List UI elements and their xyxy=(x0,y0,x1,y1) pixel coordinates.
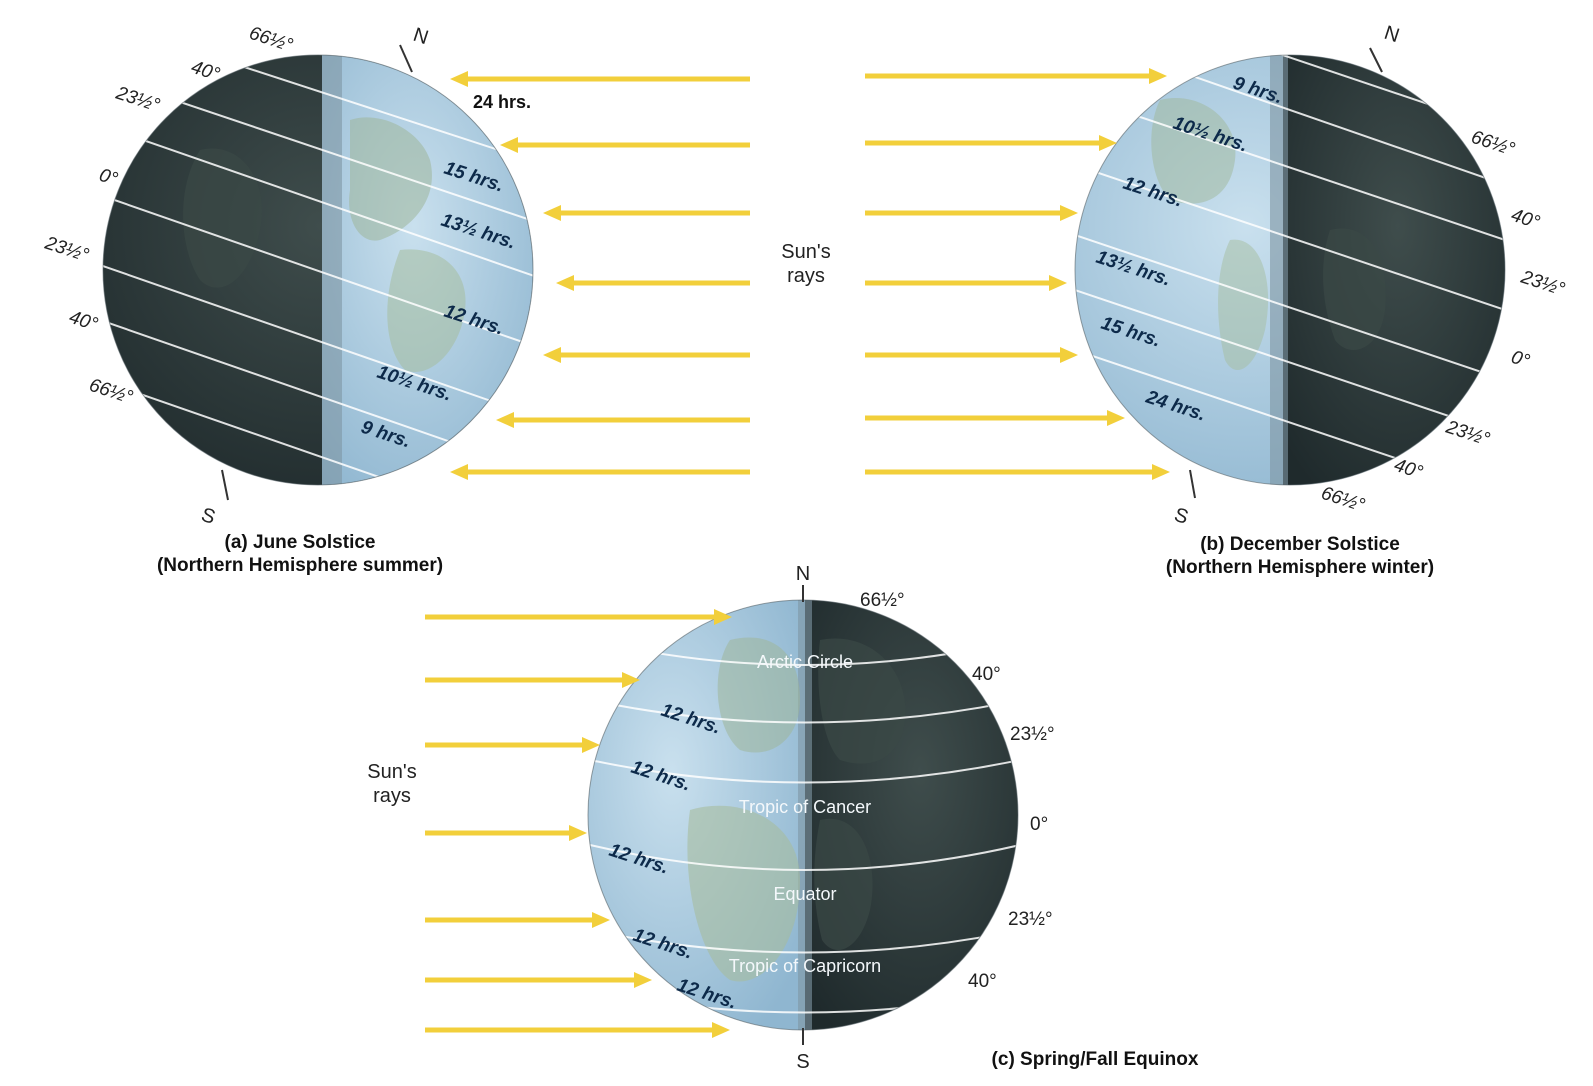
june-ray-arrows xyxy=(450,71,750,480)
equinox-lat-equator: 0° xyxy=(1030,814,1048,835)
june-lat-23n: 23½° xyxy=(113,82,163,116)
december-north-label: N xyxy=(1381,22,1402,47)
december-south-label: S xyxy=(1171,504,1190,529)
december-lat-equator: 0° xyxy=(1508,347,1532,373)
december-caption-title: (b) December Solstice xyxy=(1200,534,1400,555)
tropic-of-capricorn-label: Tropic of Capricorn xyxy=(729,956,881,976)
june-lat-equator: 0° xyxy=(96,165,120,191)
equinox-lat-23n: 23½° xyxy=(1010,724,1055,745)
december-lat-66s: 66½° xyxy=(1318,483,1367,517)
tropic-of-cancer-label: Tropic of Cancer xyxy=(739,797,871,817)
equinox-lat-40s: 40° xyxy=(968,971,997,992)
arctic-circle-label: Arctic Circle xyxy=(757,652,853,672)
bottom-sun-rays-label-line1: Sun's xyxy=(367,761,416,783)
top-sun-rays-label-line2: rays xyxy=(787,265,825,287)
december-globe xyxy=(1075,55,1505,485)
december-lat-40n: 40° xyxy=(1508,205,1542,234)
june-caption-subtitle: (Northern Hemisphere summer) xyxy=(157,555,443,576)
equinox-lat-40n: 40° xyxy=(972,664,1001,685)
june-north-label: N xyxy=(410,24,431,49)
equinox-panel: N S 66½° 40° 23½° 0° 23½° 40° 12 hrs. 12… xyxy=(367,563,1199,1073)
december-solstice-panel: N S 66½° 40° 23½° 0° 23½° 40° 66½° 9 hrs… xyxy=(1074,22,1568,578)
june-axis-north xyxy=(399,44,413,73)
top-sun-rays-label-line1: Sun's xyxy=(781,241,830,263)
june-lat-40s: 40° xyxy=(66,307,100,336)
equinox-south-label: S xyxy=(796,1051,809,1073)
equinox-caption: (c) Spring/Fall Equinox xyxy=(992,1049,1199,1070)
june-axis-south xyxy=(221,469,229,501)
june-hours-66n: 24 hrs. xyxy=(473,92,531,112)
equinox-ray-arrows xyxy=(425,609,732,1038)
december-caption-subtitle: (Northern Hemisphere winter) xyxy=(1166,557,1434,578)
equinox-lat-23s: 23½° xyxy=(1008,909,1053,930)
december-lat-66n: 66½° xyxy=(1468,127,1517,161)
bottom-sun-rays-label-line2: rays xyxy=(373,785,411,807)
equinox-lat-66n: 66½° xyxy=(860,590,905,611)
june-lat-23s: 23½° xyxy=(42,232,92,266)
top-sun-rays: Sun's rays xyxy=(450,68,1170,480)
june-lat-66n: 66½° xyxy=(246,23,295,57)
december-lat-40s: 40° xyxy=(1391,455,1425,484)
december-lat-23s: 23½° xyxy=(1443,416,1493,450)
december-axis-south xyxy=(1189,469,1196,499)
december-axis-north xyxy=(1369,47,1383,73)
june-lat-66s: 66½° xyxy=(86,375,135,409)
december-ray-arrows xyxy=(865,68,1170,480)
june-solstice-panel: N S 66½° 40° 23½° 0° 23½° 40° 66½° 24 hr… xyxy=(42,23,534,576)
june-south-label: S xyxy=(198,504,217,529)
equinox-north-label: N xyxy=(796,563,810,585)
equator-label: Equator xyxy=(773,884,836,904)
june-caption-title: (a) June Solstice xyxy=(225,532,376,553)
december-lat-23n: 23½° xyxy=(1518,266,1568,300)
